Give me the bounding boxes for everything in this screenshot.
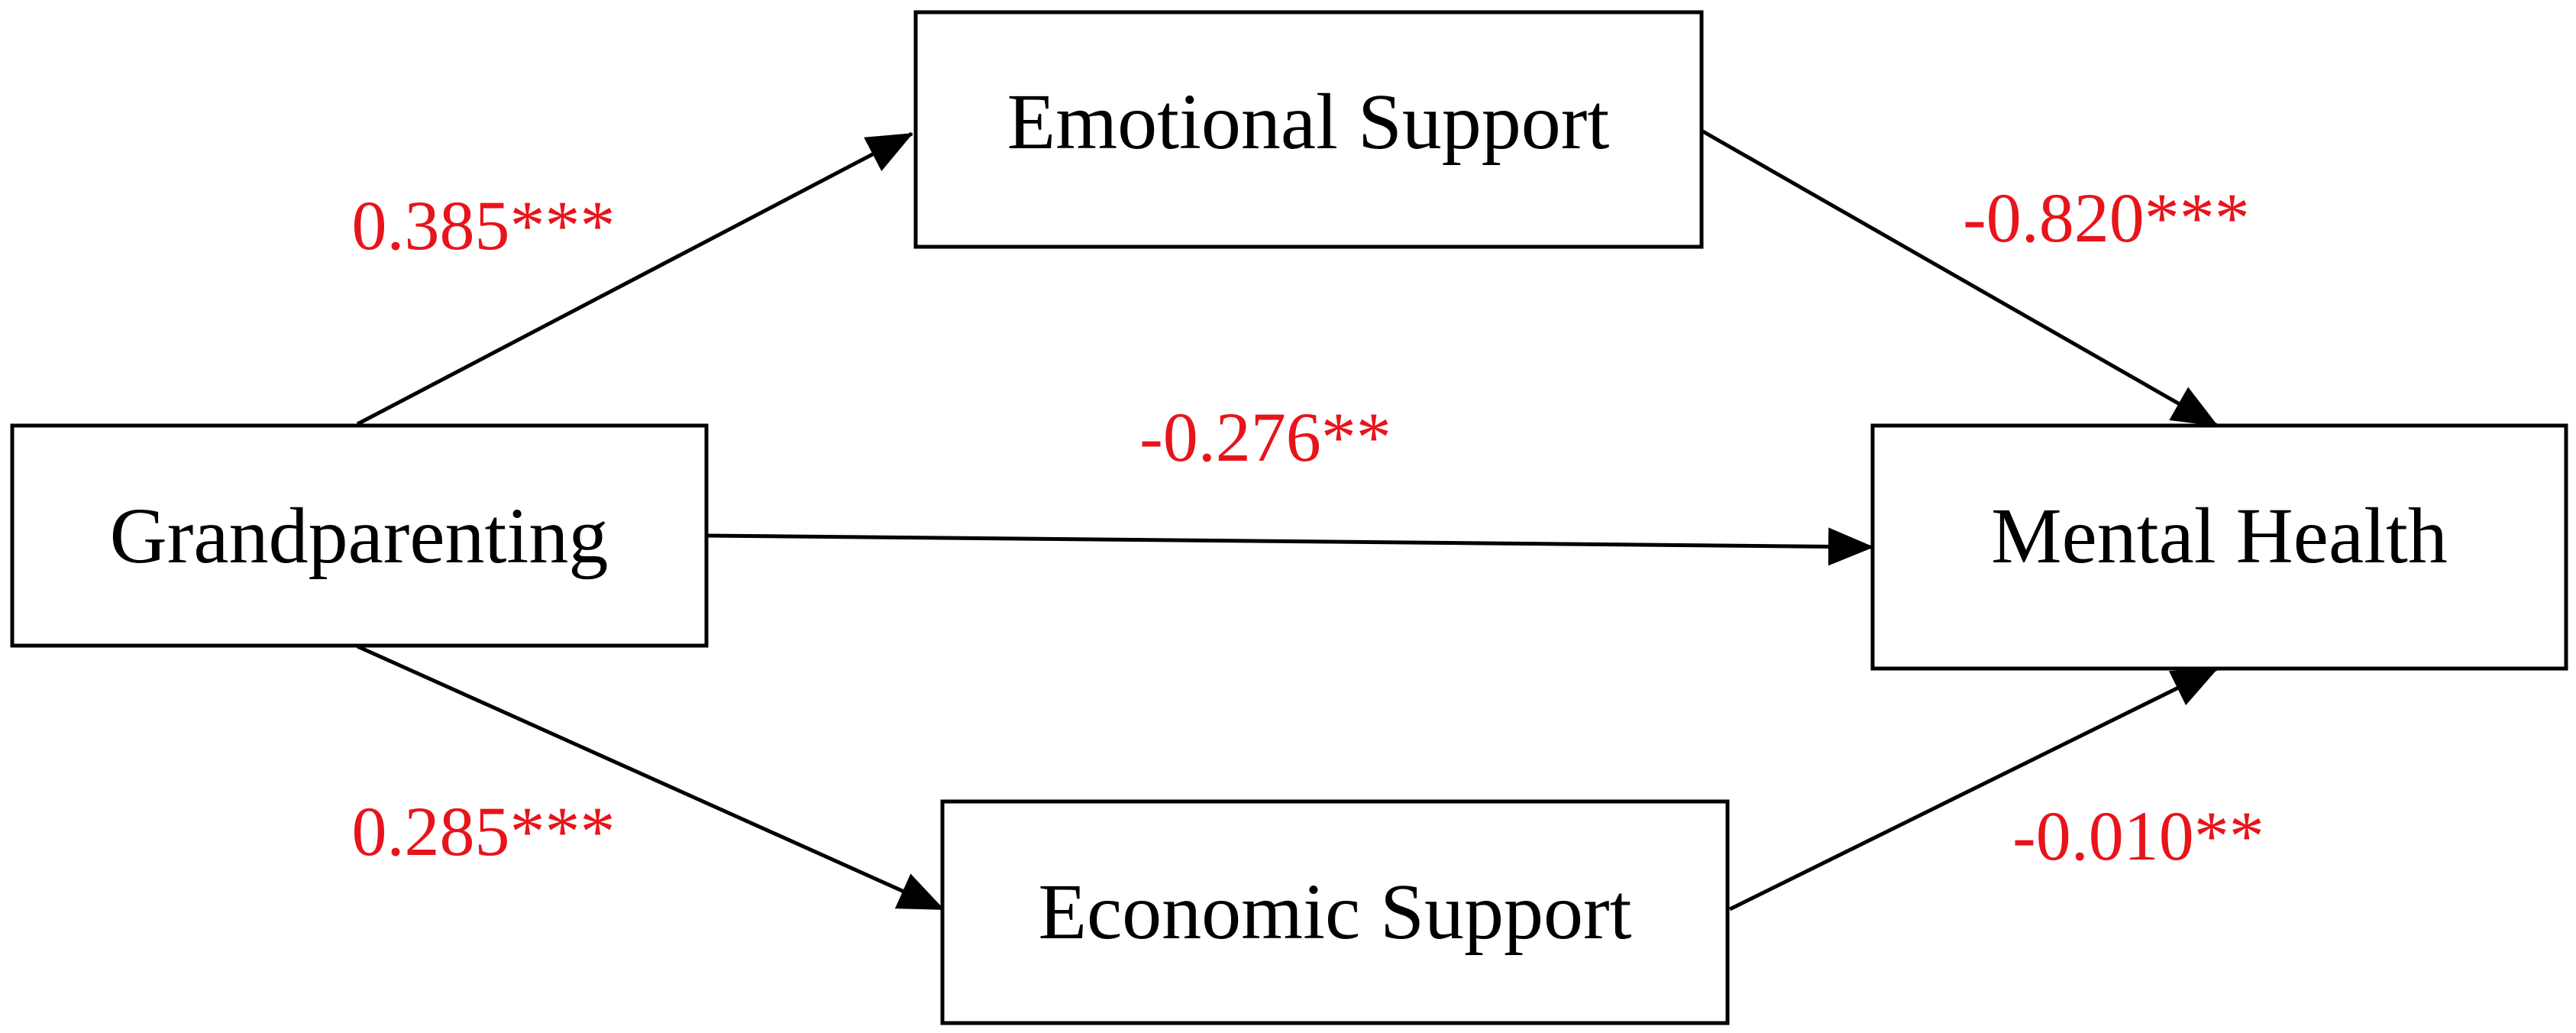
coefficient-grandparenting-to-mental: -0.276** xyxy=(1139,398,1391,476)
coefficient-grandparenting-to-emotional: 0.385*** xyxy=(352,186,616,264)
node-economic-support: Economic Support xyxy=(940,799,1730,1025)
node-grandparenting: Grandparenting xyxy=(10,423,709,648)
coefficient-grandparenting-to-economic: 0.285*** xyxy=(352,792,616,870)
coefficient-emotional-to-mental: -0.820*** xyxy=(1963,179,2250,257)
edge-grandparenting-to-emotional xyxy=(356,131,913,426)
edge-grandparenting-to-economic xyxy=(356,644,945,912)
node-label-economic-support: Economic Support xyxy=(1038,868,1631,956)
edge-emotional-to-mental xyxy=(1700,128,2219,428)
node-mental-health: Mental Health xyxy=(1870,423,2568,671)
coefficient-economic-to-mental: -0.010** xyxy=(2012,797,2264,875)
node-label-mental-health: Mental Health xyxy=(1991,492,2448,580)
node-emotional-support: Emotional Support xyxy=(913,10,1704,249)
node-label-grandparenting: Grandparenting xyxy=(110,492,609,580)
node-label-emotional-support: Emotional Support xyxy=(1007,78,1610,166)
edge-economic-to-mental xyxy=(1728,666,2219,912)
edge-grandparenting-to-mental xyxy=(706,527,1874,566)
